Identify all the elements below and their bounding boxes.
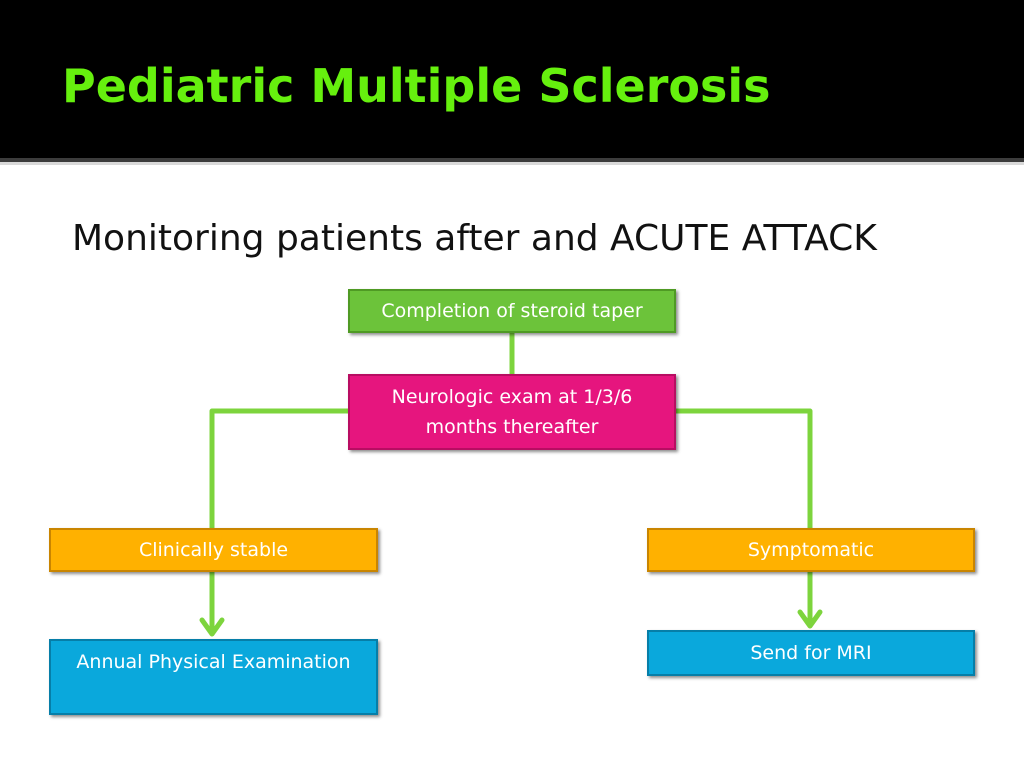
outcome-send-mri: Send for MRI [647,630,975,676]
slide-title: Pediatric Multiple Sclerosis [62,59,771,113]
branch-clinically-stable: Clinically stable [49,528,378,572]
title-bar: Pediatric Multiple Sclerosis [0,0,1024,158]
title-divider-light [0,162,1024,165]
step-neurologic-exam: Neurologic exam at 1/3/6 months thereaft… [348,374,676,450]
outcome-annual-exam: Annual Physical Examination [49,639,378,715]
step-neurologic-exam-label: Neurologic exam at 1/3/6 months thereaft… [391,386,633,438]
branch-clinically-stable-label: Clinically stable [138,539,289,561]
step-steroid-taper: Completion of steroid taper [348,289,676,333]
outcome-annual-exam-label: Annual Physical Examination [76,651,351,673]
branch-symptomatic-label: Symptomatic [747,539,875,561]
title-divider-dark [0,158,1024,162]
step-steroid-taper-label: Completion of steroid taper [381,300,643,322]
outcome-send-mri-label: Send for MRI [750,642,872,664]
branch-symptomatic: Symptomatic [647,528,975,572]
slide-subtitle: Monitoring patients after and ACUTE ATTA… [72,218,877,259]
